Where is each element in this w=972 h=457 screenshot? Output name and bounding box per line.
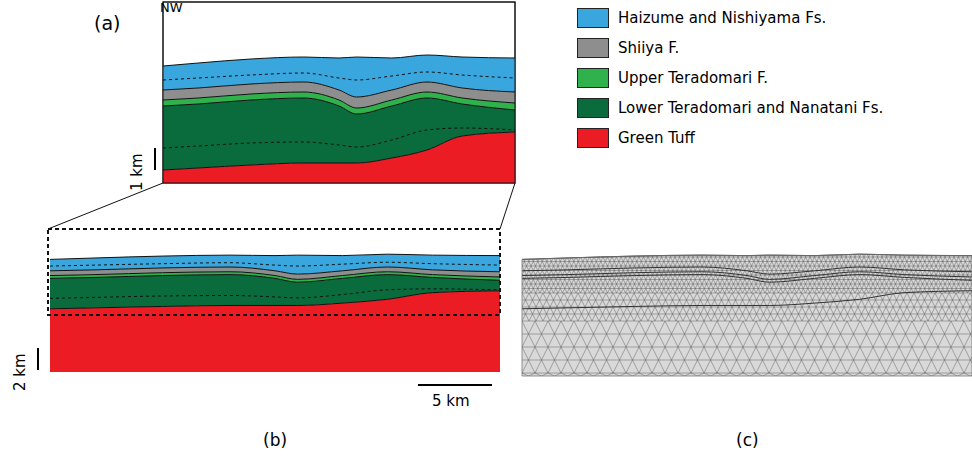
legend-text: Upper Teradomari F.: [618, 69, 768, 87]
legend-text: Shiiya F.: [618, 39, 679, 57]
scale-label: 2 km: [13, 353, 28, 391]
layer-boundary: [50, 275, 500, 283]
mesh-boundary: [522, 267, 972, 274]
zoom-line: [500, 183, 515, 229]
panel-label: (a): [94, 14, 120, 33]
rock-layer: [50, 291, 500, 372]
mesh-boundary: [522, 275, 972, 283]
panel-label: (c): [736, 432, 759, 449]
legend-text: Lower Teradomari and Nanatani Fs.: [618, 99, 883, 117]
rock-layer: [163, 132, 515, 183]
legend-swatch: [577, 128, 609, 148]
layer-boundary: [163, 98, 515, 114]
layer-boundary: [50, 262, 500, 266]
layer-boundary: [163, 132, 515, 170]
scale-bar: [37, 348, 39, 370]
legend-item: Lower Teradomari and Nanatani Fs.: [577, 98, 883, 118]
layer-boundary: [163, 72, 515, 80]
layer-boundary: [163, 128, 515, 148]
layer-boundary: [50, 289, 500, 299]
layer-boundary: [50, 254, 500, 259]
scale-bar: [418, 384, 492, 386]
scale-bar: [154, 148, 156, 170]
legend-swatch: [577, 38, 609, 58]
legend-swatch: [577, 68, 609, 88]
inset-frame: [163, 2, 515, 183]
legend-text: Green Tuff: [618, 129, 695, 147]
legend-text: Haizume and Nishiyama Fs.: [618, 9, 826, 27]
layer-boundary: [163, 82, 515, 97]
layer-boundary: [50, 291, 500, 309]
finite-element-mesh: [516, 225, 972, 376]
mesh-boundary: [522, 291, 972, 309]
legend-swatch: [577, 8, 609, 28]
legend-item: Shiiya F.: [577, 38, 679, 58]
legend-item: Upper Teradomari F.: [577, 68, 768, 88]
orientation-label: NW: [160, 1, 183, 14]
scale-label: 1 km: [130, 153, 145, 191]
legend-item: Green Tuff: [577, 128, 695, 148]
panel-label: (b): [263, 432, 287, 449]
full-section: [48, 229, 500, 372]
inset-frame: [163, 2, 515, 183]
scale-label: 5 km: [432, 394, 470, 409]
legend-item: Haizume and Nishiyama Fs.: [577, 8, 826, 28]
layer-boundary: [50, 267, 500, 274]
inset-section: [163, 2, 515, 183]
layer-boundary: [163, 55, 515, 66]
zoom-box: [48, 229, 500, 315]
zoom-line: [48, 183, 163, 229]
legend-swatch: [577, 98, 609, 118]
